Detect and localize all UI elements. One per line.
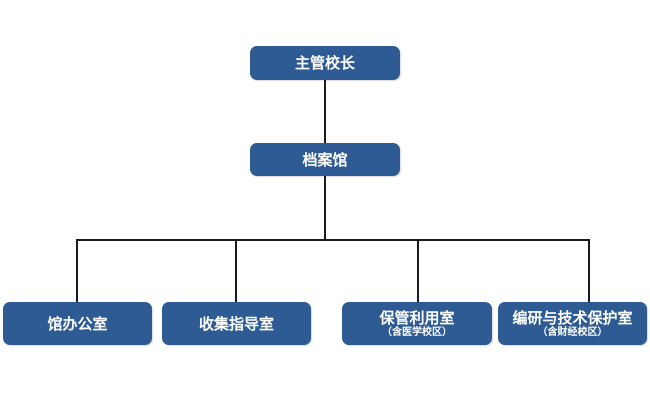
node-dept-research: 编研与技术保护室 （含财经校区） bbox=[498, 302, 647, 345]
connector-drop-dept-2 bbox=[235, 239, 237, 302]
connector-root-archive bbox=[324, 80, 326, 143]
node-dept-storage: 保管利用室 （含医学校区） bbox=[342, 302, 492, 345]
node-principal: 主管校长 bbox=[250, 46, 400, 80]
node-dept-collection: 收集指导室 bbox=[162, 302, 311, 345]
node-dept-research-label: 编研与技术保护室 bbox=[512, 308, 633, 327]
connector-horizontal-bar bbox=[76, 239, 590, 241]
node-dept-storage-sublabel: （含医学校区） bbox=[382, 326, 452, 338]
node-principal-label: 主管校长 bbox=[294, 54, 355, 72]
connector-drop-dept-4 bbox=[588, 239, 590, 302]
connector-drop-dept-1 bbox=[76, 239, 78, 302]
node-archive: 档案馆 bbox=[250, 143, 400, 176]
node-dept-office: 馆办公室 bbox=[3, 302, 152, 345]
connector-drop-dept-3 bbox=[417, 239, 419, 302]
node-archive-label: 档案馆 bbox=[302, 150, 348, 169]
node-dept-research-sublabel: （含财经校区） bbox=[537, 326, 608, 338]
node-dept-collection-label: 收集指导室 bbox=[198, 314, 274, 333]
node-dept-office-label: 馆办公室 bbox=[47, 314, 108, 333]
connector-archive-trunk bbox=[324, 176, 326, 240]
node-dept-storage-label: 保管利用室 bbox=[379, 308, 455, 327]
